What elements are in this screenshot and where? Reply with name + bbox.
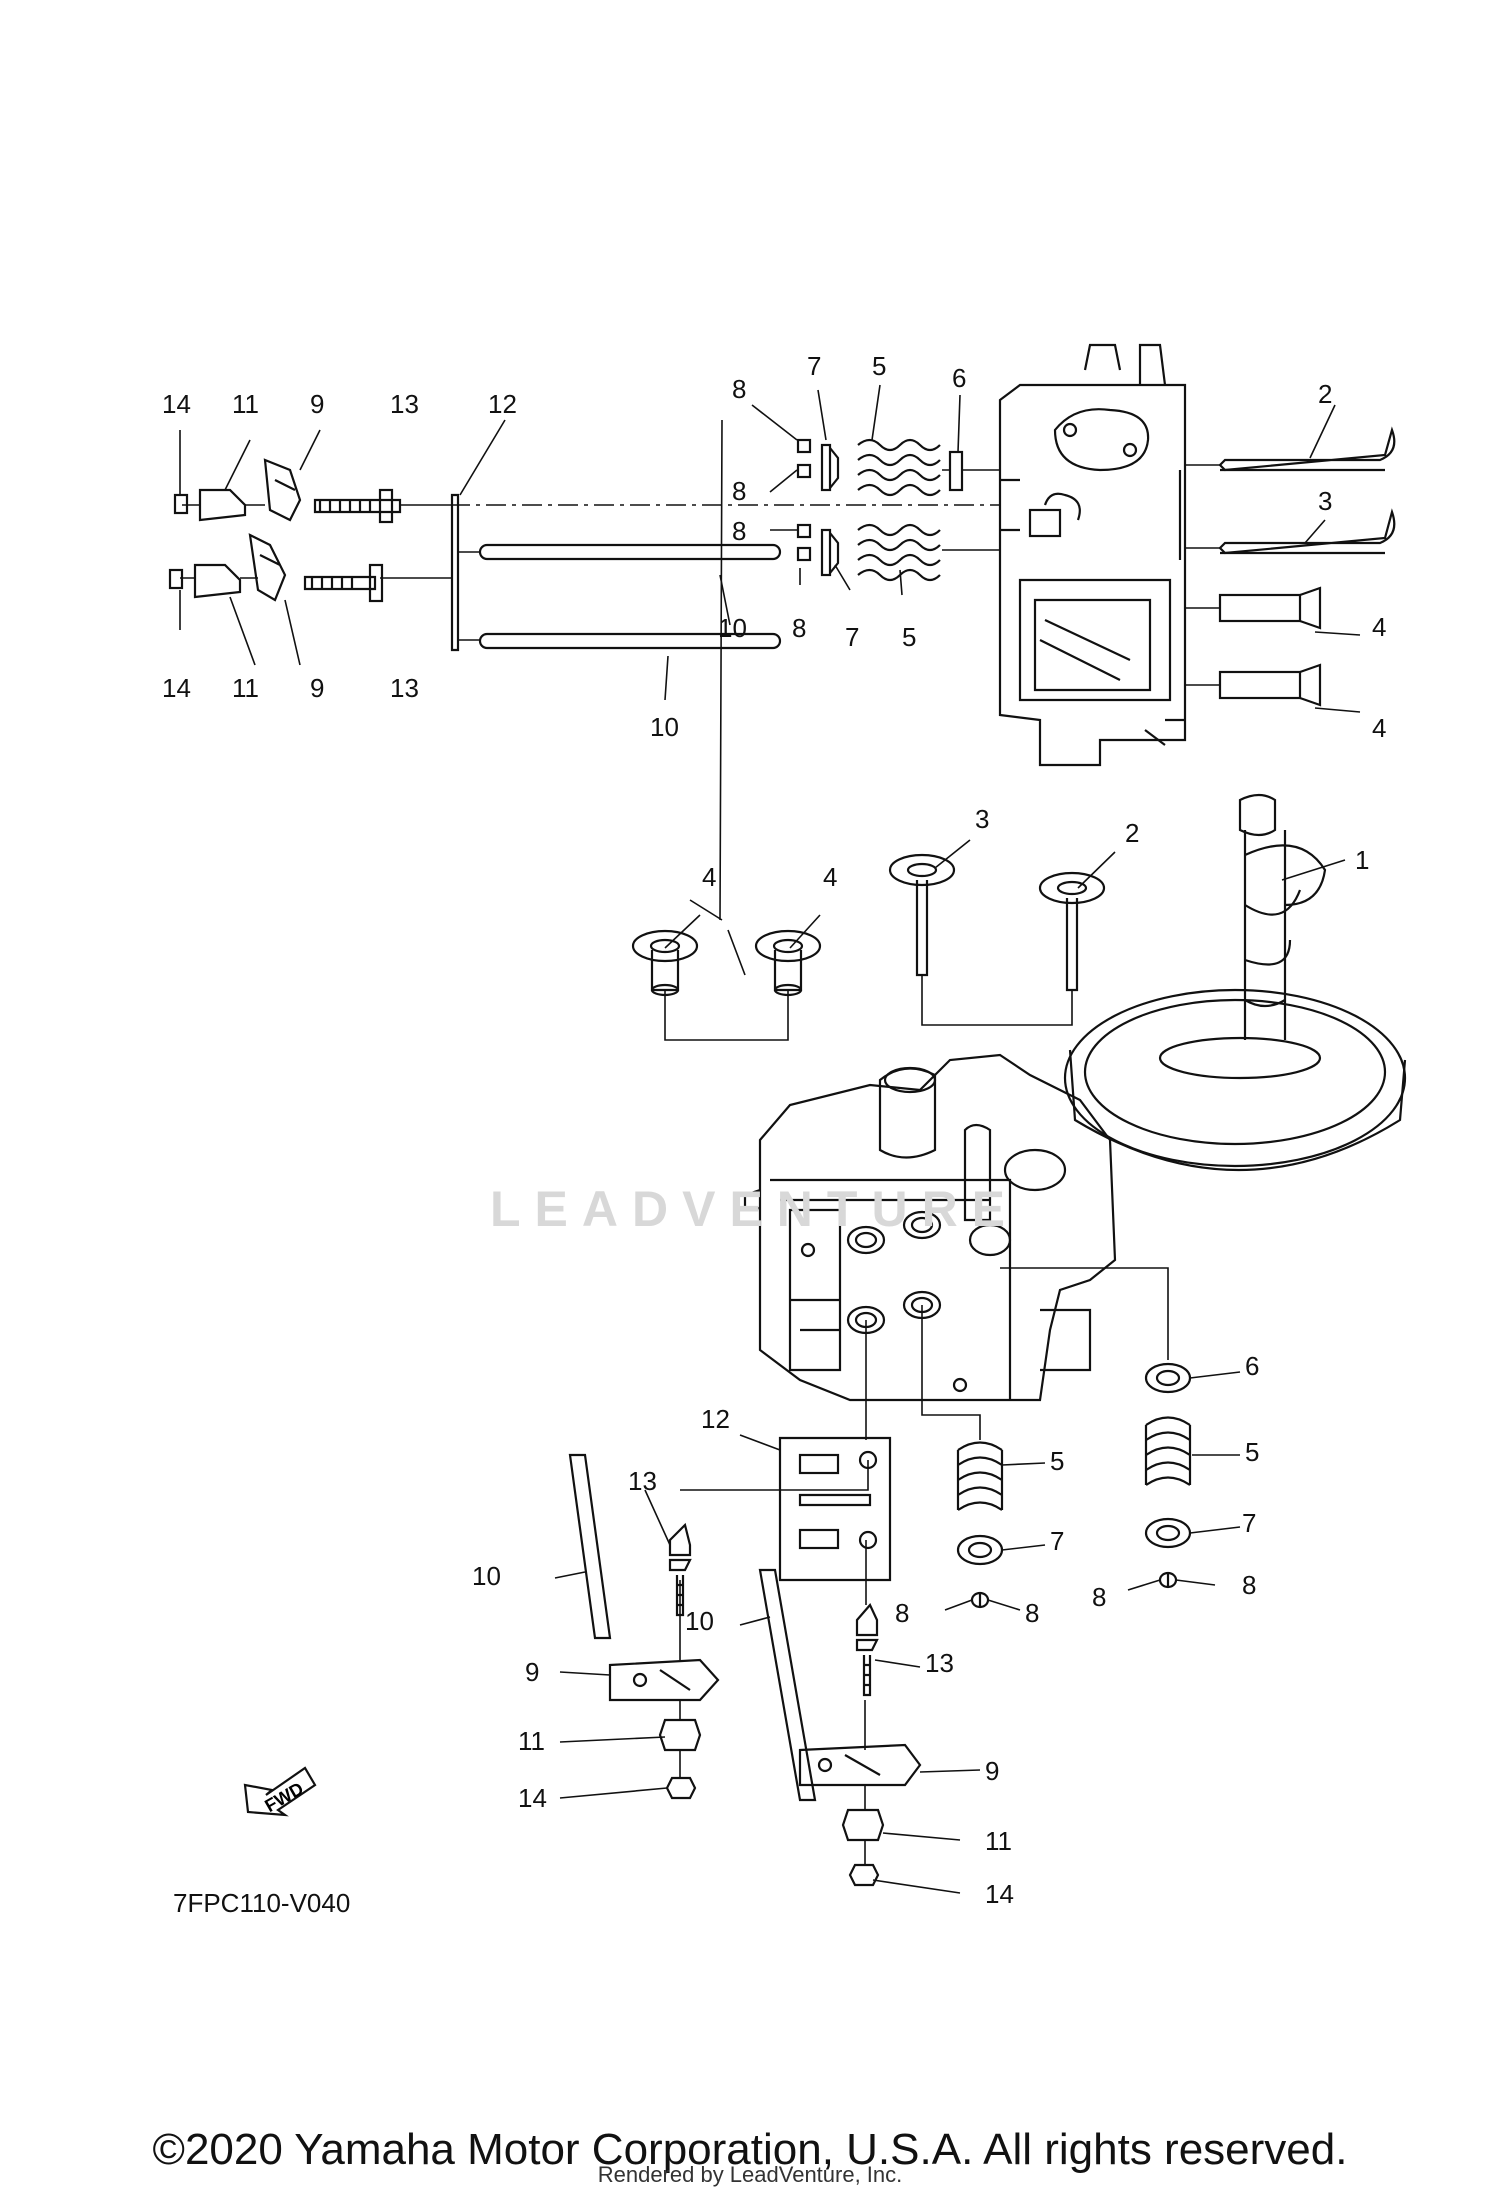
callout-label: 11 [232, 673, 259, 703]
lower-cylinder-head [743, 1053, 1117, 1402]
callout-label: 4 [823, 862, 837, 892]
callout-label: 11 [232, 389, 259, 419]
lower-spring-set [956, 1362, 1192, 1609]
callout-label: 13 [390, 673, 419, 703]
top-springs [796, 438, 964, 582]
callout-label: 12 [701, 1404, 730, 1434]
callout-label: 8 [1025, 1598, 1039, 1628]
callout-label: 5 [1050, 1446, 1064, 1476]
fwd-label: FWD [261, 1778, 306, 1816]
callout-label: 4 [1372, 713, 1386, 743]
callout-label: 14 [162, 673, 191, 703]
callout-label: 8 [1242, 1570, 1256, 1600]
rendered-by-note: Rendered by LeadVenture, Inc. [597, 2162, 903, 2187]
callout-label: 9 [310, 389, 324, 419]
callout-label: 7 [1242, 1508, 1256, 1538]
callout-label: 5 [902, 622, 916, 652]
callout-label: 9 [985, 1756, 999, 1786]
callout-label: 11 [985, 1826, 1012, 1856]
callout-label: 12 [488, 389, 517, 419]
callout-label: 13 [925, 1648, 954, 1678]
callout-label: 7 [1050, 1526, 1064, 1556]
lower-leader-lines [554, 419, 1346, 1894]
lower-rocker-set [568, 1436, 922, 1887]
callout-label: 8 [732, 516, 746, 546]
copyright-notice: ©2020 Yamaha Motor Corporation, U.S.A. A… [152, 2125, 1348, 2174]
callout-label: 13 [390, 389, 419, 419]
watermark: LEADVENTURE [490, 1181, 1020, 1237]
callout-label: 6 [1245, 1351, 1259, 1381]
top-leader-lines [179, 384, 1361, 713]
callout-label: 2 [1318, 379, 1332, 409]
callout-label: 10 [718, 613, 747, 643]
callout-label: 7 [845, 622, 859, 652]
callout-label: 8 [732, 374, 746, 404]
callout-label: 4 [1372, 612, 1386, 642]
callout-label: 8 [792, 613, 806, 643]
fwd-arrow [243, 1766, 317, 1817]
callout-label: 2 [1125, 818, 1139, 848]
callout-label: 5 [1245, 1437, 1259, 1467]
callout-label: 11 [518, 1726, 545, 1756]
callout-label: 10 [685, 1606, 714, 1636]
callout-label: 1 [1355, 845, 1369, 875]
callout-label: 14 [518, 1783, 547, 1813]
top-cylinder-head [998, 343, 1187, 767]
callout-label: 8 [1092, 1582, 1106, 1612]
callout-label: 5 [872, 351, 886, 381]
callout-numbers: 14 11 9 13 12 8 7 5 6 2 8 8 3 14 11 9 13… [162, 351, 1386, 1909]
callout-label: 3 [1318, 486, 1332, 516]
callout-label: 7 [807, 351, 821, 381]
callout-label: 8 [732, 476, 746, 506]
top-rocker-set [168, 458, 782, 652]
callout-label: 10 [472, 1561, 501, 1591]
camshaft-gear [1063, 793, 1407, 1172]
callout-label: 4 [702, 862, 716, 892]
callout-label: 14 [162, 389, 191, 419]
callout-label: 6 [952, 363, 966, 393]
top-valves [1218, 426, 1396, 707]
callout-label: 9 [525, 1657, 539, 1687]
callout-label: 13 [628, 1466, 657, 1496]
callout-label: 14 [985, 1879, 1014, 1909]
callout-label: 3 [975, 804, 989, 834]
callout-label: 10 [650, 712, 679, 742]
callout-label: 8 [895, 1598, 909, 1628]
callout-label: 9 [310, 673, 324, 703]
diagram-code: 7FPC110-V040 [173, 1888, 351, 1918]
